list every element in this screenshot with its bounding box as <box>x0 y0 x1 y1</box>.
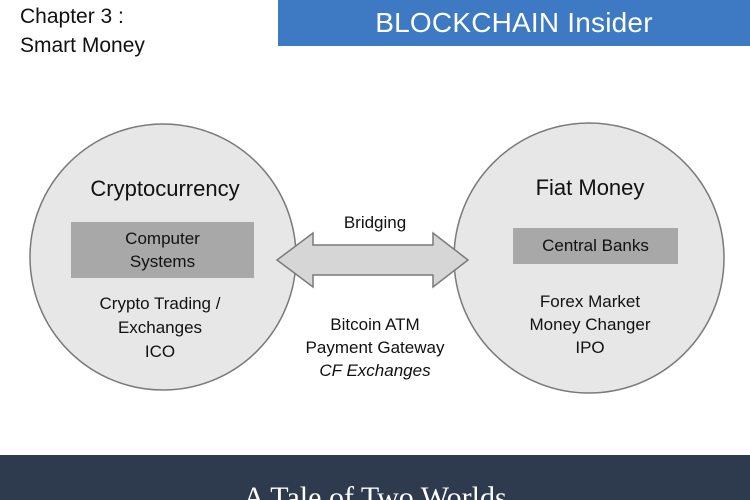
computer-systems-line1: Computer <box>125 229 200 248</box>
footer-bar: A Tale of Two Worlds <box>0 455 750 500</box>
cryptocurrency-title: Cryptocurrency <box>90 176 240 201</box>
banner-title: BLOCKCHAIN Insider <box>375 7 653 38</box>
bridge-item-italic: CF Exchanges <box>319 361 431 380</box>
crypto-items: Crypto Trading / Exchanges ICO <box>60 292 260 364</box>
crypto-item: ICO <box>144 342 176 361</box>
computer-systems-line2: Systems <box>129 252 196 271</box>
fiat-item: IPO <box>575 338 605 357</box>
crypto-item: Exchanges <box>117 318 203 337</box>
bridging-label: Bridging <box>343 213 407 232</box>
central-banks-label: Central Banks <box>542 236 649 255</box>
fiat-item: Forex Market <box>539 292 641 311</box>
chapter-title: Chapter 3 : Smart Money <box>20 2 145 60</box>
crypto-item: Crypto Trading / <box>99 294 221 313</box>
bridge-item: Payment Gateway <box>305 338 445 357</box>
footer-title: A Tale of Two Worlds <box>243 481 507 500</box>
chapter-name: Smart Money <box>20 34 145 57</box>
bridge-item: Bitcoin ATM <box>330 315 420 334</box>
bridging-arrow <box>275 231 470 289</box>
central-banks-box: Central Banks <box>513 228 678 264</box>
fiat-item: Money Changer <box>529 315 651 334</box>
computer-systems-box: Computer Systems <box>71 222 254 278</box>
fiat-money-title: Fiat Money <box>535 175 645 200</box>
bridge-items: Bitcoin ATM Payment Gateway CF Exchanges <box>270 313 480 382</box>
brand-banner: BLOCKCHAIN Insider <box>278 0 750 46</box>
fiat-items: Forex Market Money Changer IPO <box>490 290 690 359</box>
chapter-number: Chapter 3 : <box>20 5 124 28</box>
